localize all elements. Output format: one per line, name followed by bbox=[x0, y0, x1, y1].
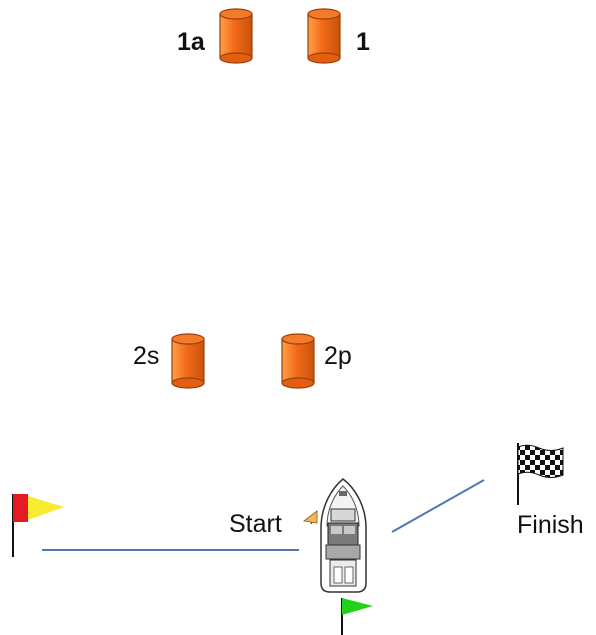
buoy-2s-label: 2s bbox=[133, 342, 159, 370]
buoy-2p-label: 2p bbox=[324, 342, 352, 370]
checkered-flag-icon bbox=[517, 443, 564, 505]
finish-line bbox=[391, 479, 485, 533]
pennant-icon bbox=[303, 510, 318, 525]
buoy-2s bbox=[171, 333, 205, 389]
buoy-1 bbox=[307, 8, 341, 64]
start-label: Start bbox=[229, 510, 282, 538]
buoy-1a-label: 1a bbox=[177, 28, 206, 56]
boat-icon bbox=[320, 478, 367, 593]
green-flag-icon bbox=[341, 598, 373, 635]
buoy-1a bbox=[219, 8, 253, 64]
buoy-1-label: 1 bbox=[356, 28, 370, 56]
finish-label: Finish bbox=[517, 511, 584, 539]
buoy-2p bbox=[281, 333, 315, 389]
start-flag-icon bbox=[12, 494, 64, 557]
